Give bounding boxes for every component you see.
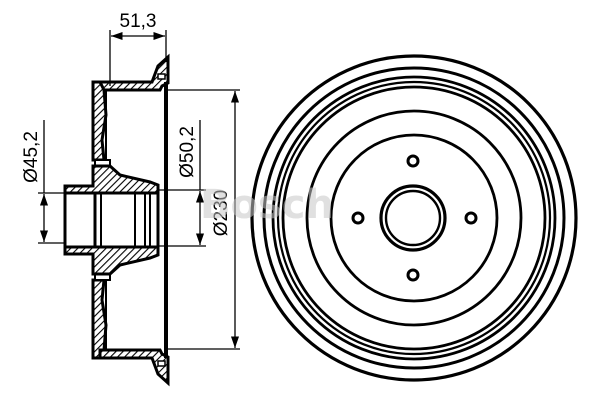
dimension-hub-inner: Ø45,2 (21, 120, 65, 244)
dimension-drum-diameter-label: Ø230 (211, 190, 232, 236)
bolt-hole-top (406, 154, 420, 168)
front-view (250, 54, 578, 382)
section-hub-upper (63, 164, 160, 195)
drum-ring-2 (262, 66, 566, 370)
bolt-hole-left (351, 211, 365, 225)
center-bore-inner (384, 189, 442, 247)
dimension-width: 51,3 (109, 11, 167, 86)
drum-braking-surface (305, 109, 523, 327)
drum-hub-face (329, 133, 499, 303)
bosch-watermark: Bosch (200, 182, 334, 228)
section-bottom-wall (91, 278, 108, 360)
drum-ring-4 (276, 80, 552, 356)
dimension-hub-inner-label: Ø45,2 (21, 131, 42, 183)
drum-outer-ring (250, 54, 578, 382)
cross-section-view (63, 53, 170, 387)
section-top-lip (93, 53, 170, 92)
dimension-hub-outer: Ø50,2 (158, 120, 206, 247)
bolt-hole-right (464, 211, 478, 225)
section-hub-bore (63, 191, 160, 249)
drum-ring-5 (281, 85, 547, 351)
section-lip-notch-bottom (157, 360, 166, 367)
bolt-hole-bottom (406, 268, 420, 282)
drum-ring-3 (271, 75, 557, 361)
section-hub-lower (63, 245, 160, 276)
dimension-drum-diameter: Ø230 (166, 89, 240, 350)
center-bore-outer (379, 184, 447, 252)
section-top-wall (91, 80, 108, 162)
dimension-width-label: 51,3 (120, 11, 157, 32)
dimension-hub-outer-label: Ø50,2 (177, 126, 198, 178)
section-bottom-lip (93, 348, 170, 387)
section-lip-notch-top (157, 73, 166, 80)
